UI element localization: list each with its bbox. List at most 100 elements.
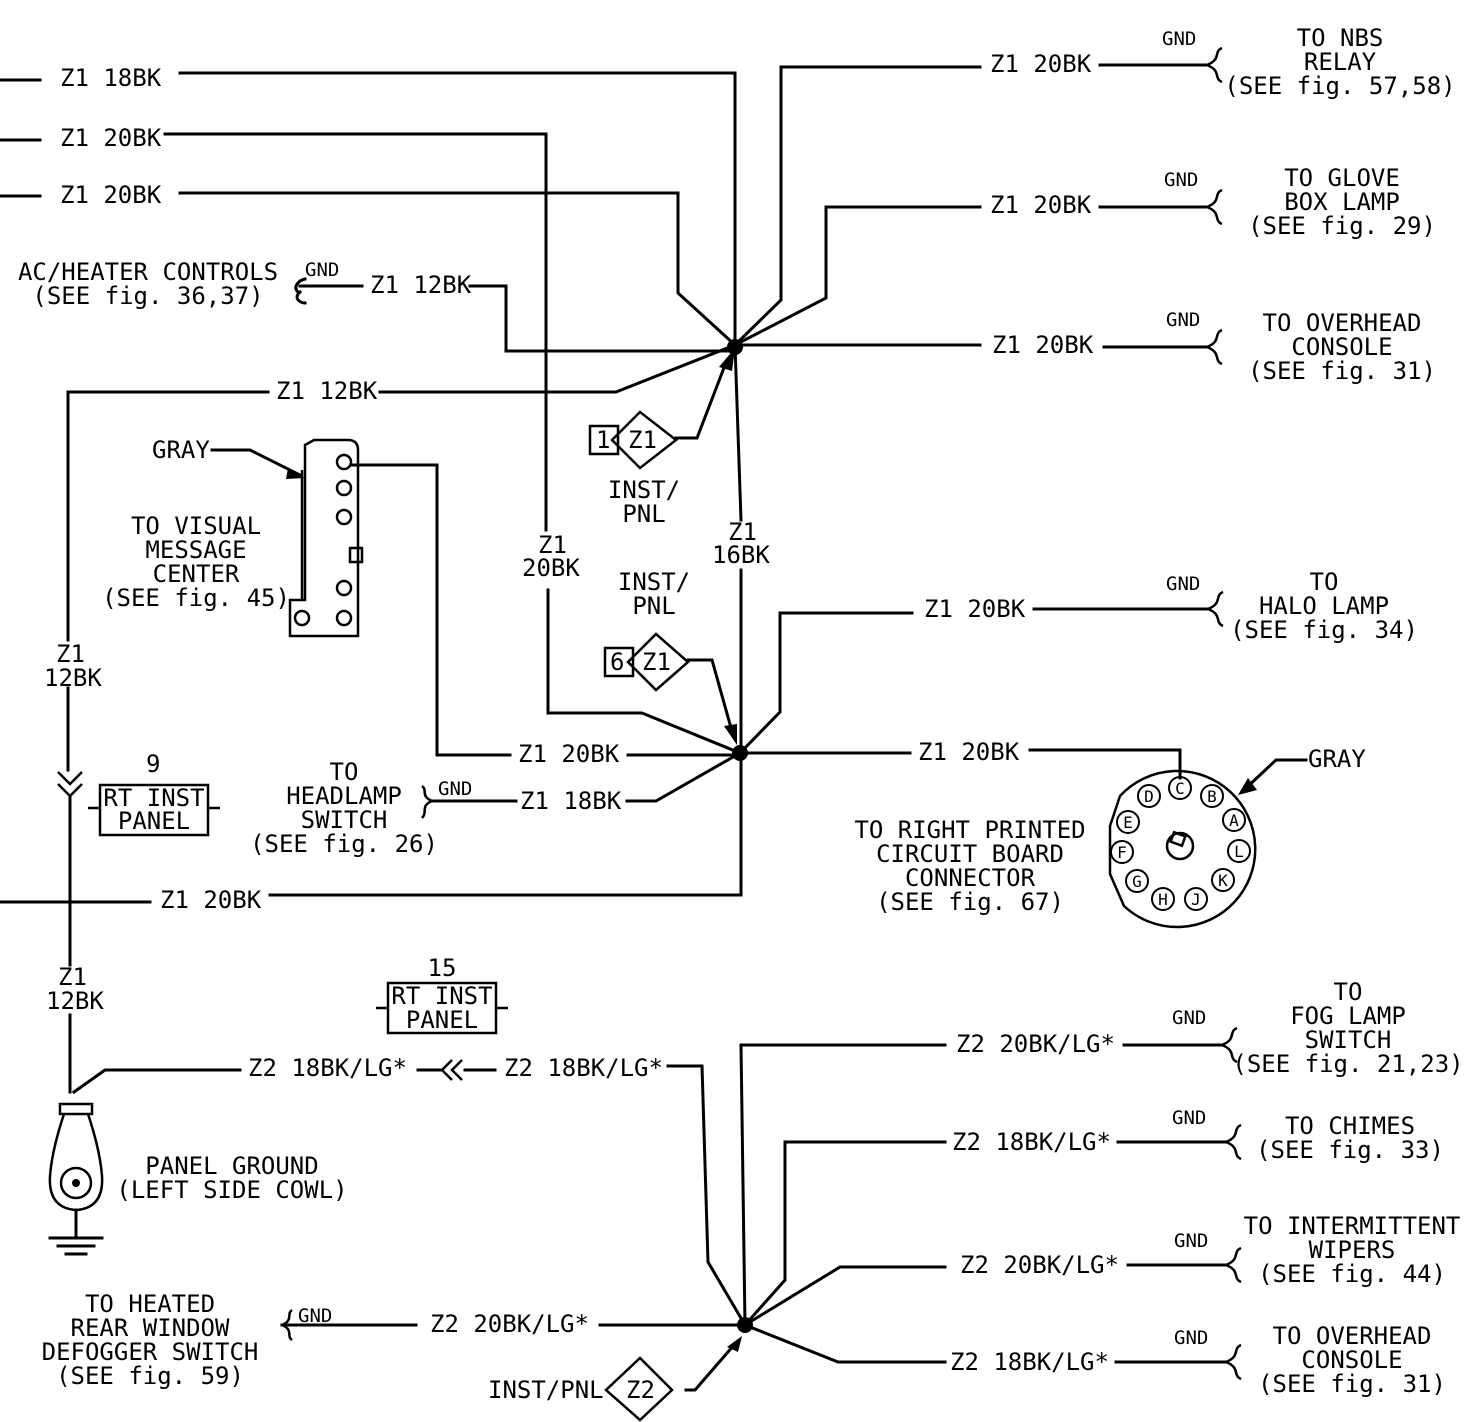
wire-label-left-12bk-b: 12BK <box>44 664 102 692</box>
dest-ac-heater: AC/HEATER CONTROLS (SEE fig. 36,37) <box>18 258 278 310</box>
pin-g-label: G <box>1132 872 1142 891</box>
dest-vmc-line3: CENTER <box>153 560 240 588</box>
dest-panel-ground: PANEL GROUND (LEFT SIDE COWL) <box>116 1152 347 1204</box>
dest-defog-line2: REAR WINDOW <box>71 1314 230 1342</box>
dest-fog-line1: TO <box>1334 978 1363 1006</box>
dest-fog-line4: (SEE fig. 21,23) <box>1232 1050 1463 1078</box>
wire-label-vmc: Z1 20BK <box>518 740 620 768</box>
dest-ac-line2: (SEE fig. 36,37) <box>32 282 263 310</box>
wire-label-z2-mid: Z2 18BK/LG* <box>504 1054 663 1082</box>
dest-headlamp-line2: HEADLAMP <box>286 782 402 810</box>
wire-label-bottom-20bk: Z1 20BK <box>160 886 262 914</box>
wire-label-headlamp: Z1 18BK <box>520 787 622 815</box>
gnd-label-fog: GND <box>1172 1007 1206 1029</box>
connector-15-symbol <box>376 981 508 1035</box>
pin-j-circle <box>1184 887 1208 911</box>
wire-label-chimes: Z2 18BK/LG* <box>952 1128 1111 1156</box>
pin-c-circle <box>1168 776 1192 800</box>
dest-vmc-line1: TO VISUAL <box>131 512 261 540</box>
splice-z2-id: Z2 <box>626 1376 655 1404</box>
gray-connector-label-top: GRAY <box>152 436 210 464</box>
dest-wipers-line2: WIPERS <box>1309 1236 1396 1264</box>
pcb-round-connector <box>1108 758 1308 929</box>
pin-f-circle <box>1110 840 1134 864</box>
dest-headlamp-line4: (SEE fig. 26) <box>250 830 438 858</box>
dest-chimes-line2: (SEE fig. 33) <box>1256 1136 1444 1164</box>
splice-1-label-line1: INST/ <box>608 476 680 504</box>
dest-vmc-line2: MESSAGE <box>145 536 246 564</box>
upper-splice-node <box>727 339 743 355</box>
pin-k-circle <box>1211 868 1235 892</box>
dest-overhead-1: TO OVERHEAD CONSOLE (SEE fig. 31) <box>1248 309 1436 385</box>
dest-heated-rear-window: TO HEATED REAR WINDOW DEFOGGER SWITCH (S… <box>42 1290 259 1390</box>
dest-overhead1-line3: (SEE fig. 31) <box>1248 357 1436 385</box>
splice-6-id: Z1 <box>642 648 671 676</box>
wire-label-left-18bk: Z1 18BK <box>60 64 162 92</box>
splice-1-label-line2: PNL <box>622 500 665 528</box>
pin-e-label: E <box>1123 813 1133 832</box>
wire-label-halo: Z1 20BK <box>924 595 1026 623</box>
wire-label-defog: Z2 20BK/LG* <box>430 1310 589 1338</box>
splice-1-id: Z1 <box>628 426 657 454</box>
dest-pcb-line4: (SEE fig. 67) <box>876 888 1064 916</box>
gnd-label-ac: GND <box>305 259 339 281</box>
gnd-label-chimes: GND <box>1172 1107 1206 1129</box>
gnd-label-headlamp: GND <box>438 778 472 800</box>
connector-15-number: 15 <box>428 954 457 982</box>
pin-h-circle <box>1151 887 1175 911</box>
dest-defog-line3: DEFOGGER SWITCH <box>42 1338 259 1366</box>
splice-6-number: 6 <box>610 648 624 676</box>
dest-defog-line1: TO HEATED <box>85 1290 215 1318</box>
dest-halo-line3: (SEE fig. 34) <box>1230 616 1418 644</box>
dest-visual-message-center: TO VISUAL MESSAGE CENTER (SEE fig. 45) <box>102 512 290 612</box>
gray-connector-label-round: GRAY <box>1308 745 1366 773</box>
wire-label-left-20bk-b: Z1 20BK <box>60 181 162 209</box>
dest-ac-line1: AC/HEATER CONTROLS <box>18 258 278 286</box>
connector-9-label-line1: RT INST <box>103 784 204 812</box>
pin-g-circle <box>1125 869 1149 893</box>
upper-splice-wires <box>0 65 982 897</box>
wire-label-vert-16bk-b: 16BK <box>712 541 770 569</box>
vmc-gray-connector <box>210 438 512 757</box>
wire-label-ac-12bk: Z1 12BK <box>370 271 472 299</box>
splice-1-symbol <box>588 410 679 470</box>
dest-glove-line1: TO GLOVE <box>1284 164 1400 192</box>
splice-1-number: 1 <box>596 426 610 454</box>
left-ground-wire <box>0 686 748 1328</box>
dest-pcb-line2: CIRCUIT BOARD <box>876 840 1064 868</box>
gnd-label-defog: GND <box>298 1305 332 1327</box>
pin-d-circle <box>1137 784 1161 808</box>
pin-b-label: B <box>1207 787 1217 806</box>
dest-overhead1-line1: TO OVERHEAD <box>1263 309 1422 337</box>
pin-l-label: L <box>1234 842 1244 861</box>
pin-c-label: C <box>1175 779 1185 798</box>
dest-chimes: TO CHIMES (SEE fig. 33) <box>1256 1112 1444 1164</box>
gnd-label-wipers: GND <box>1174 1230 1208 1252</box>
dest-glove-box: TO GLOVE BOX LAMP (SEE fig. 29) <box>1248 164 1436 240</box>
halo-gnd-line <box>1032 590 1224 628</box>
dest-pcb-line1: TO RIGHT PRINTED <box>854 816 1085 844</box>
pin-j-label: J <box>1191 890 1201 909</box>
dest-halo-line2: HALO LAMP <box>1259 592 1389 620</box>
gnd-label-overhead1: GND <box>1166 309 1200 331</box>
pin-l-circle <box>1227 839 1251 863</box>
dest-nbs-line3: (SEE fig. 57,58) <box>1224 72 1455 100</box>
wire-label-nbs: Z1 20BK <box>990 50 1092 78</box>
dest-wipers-line3: (SEE fig. 44) <box>1258 1260 1446 1288</box>
dest-wipers-line1: TO INTERMITTENT <box>1244 1212 1461 1240</box>
pin-f-label: F <box>1117 843 1127 862</box>
dest-nbs-line2: RELAY <box>1304 48 1377 76</box>
splice-6-label-line2: PNL <box>632 592 675 620</box>
dest-headlamp-switch: TO HEADLAMP SWITCH (SEE fig. 26) <box>250 758 438 858</box>
wire-label-wipers: Z2 20BK/LG* <box>960 1251 1119 1279</box>
dest-headlamp-line1: TO <box>330 758 359 786</box>
pin-a-circle <box>1222 808 1246 832</box>
dest-glove-line2: BOX LAMP <box>1284 188 1400 216</box>
dest-overhead1-line2: CONSOLE <box>1291 333 1392 361</box>
wire-label-glove: Z1 20BK <box>990 191 1092 219</box>
connector-9-label-line2: PANEL <box>118 807 190 835</box>
wire-label-vert-16bk-a: Z1 <box>728 518 757 546</box>
connector-9-symbol <box>88 783 220 837</box>
dest-headlamp-line3: SWITCH <box>301 806 388 834</box>
